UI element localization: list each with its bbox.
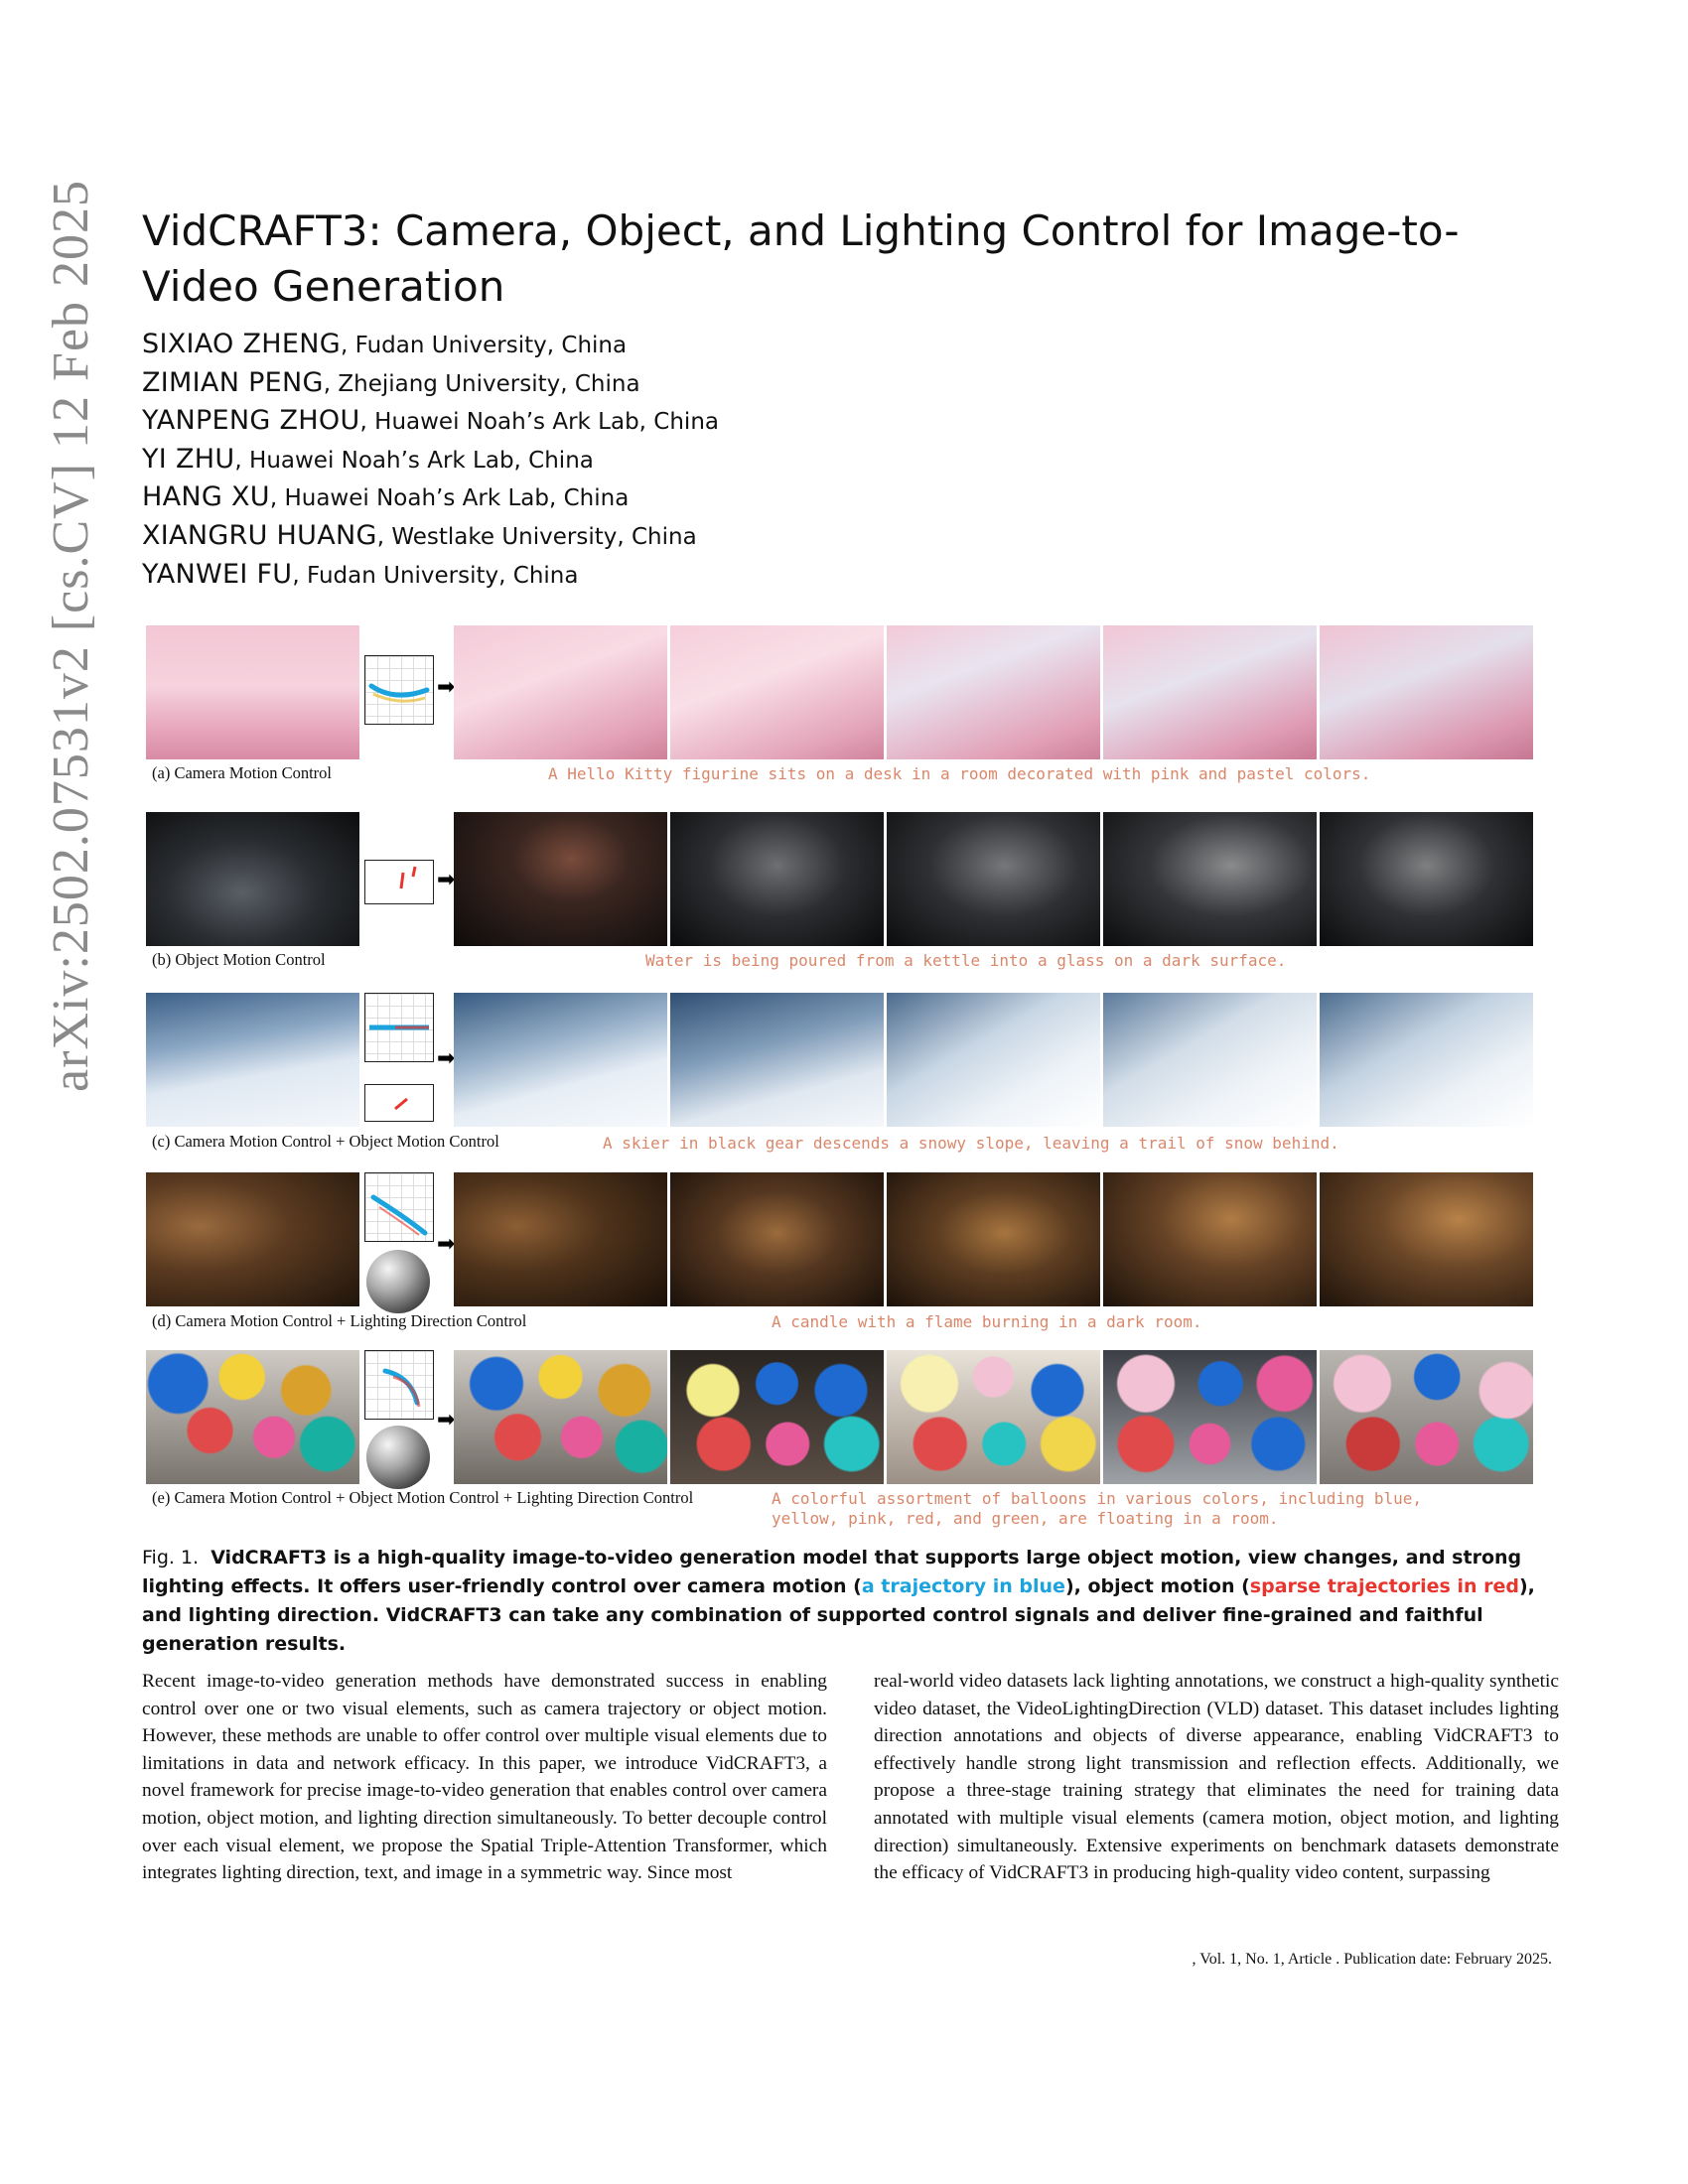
output-frame xyxy=(887,993,1100,1127)
input-image-skier xyxy=(146,993,359,1127)
output-frame xyxy=(1103,812,1317,946)
figure-row-c: ➡ (c) Camera Motion Control + Object Mot… xyxy=(144,993,1554,1161)
figure-row-b: ➡ (b) Object Motion Control Water is bei… xyxy=(144,812,1554,971)
output-frame xyxy=(1320,1350,1533,1484)
object-trajectory-icon xyxy=(364,1084,434,1122)
author-name: SIXIAO ZHENG xyxy=(142,329,341,359)
text-prompt: A skier in black gear descends a snowy s… xyxy=(603,1134,1339,1153)
lighting-direction-sphere-icon xyxy=(366,1426,430,1489)
text-prompt: A colorful assortment of balloons in var… xyxy=(772,1489,1423,1528)
input-image-water-glass xyxy=(146,812,359,946)
input-image-hello-kitty xyxy=(146,625,359,759)
author-name: YANWEI FU xyxy=(142,558,293,590)
output-frame xyxy=(887,1172,1100,1306)
author-affiliation: , Westlake University, China xyxy=(376,523,697,550)
output-frame xyxy=(887,625,1100,759)
input-image-balloons xyxy=(146,1350,359,1484)
author-affiliation: , Huawei Noah’s Ark Lab, China xyxy=(269,485,630,512)
caption-blue-highlight: a trajectory in blue xyxy=(861,1575,1065,1597)
caption-red-highlight: sparse trajectories in red xyxy=(1249,1575,1519,1597)
camera-trajectory-icon xyxy=(364,655,434,725)
author-list: SIXIAO ZHENG, Fudan University, China ZI… xyxy=(142,326,1135,594)
abstract-column-right: real-world video datasets lack lighting … xyxy=(874,1671,1559,1884)
figure-row-d: ➡ (d) Camera Motion Control + Lighting D… xyxy=(144,1172,1554,1341)
caption-text: ), object motion ( xyxy=(1064,1575,1250,1597)
output-frame xyxy=(670,1172,884,1306)
output-frame xyxy=(887,1350,1100,1484)
arrow-right-icon: ➡ xyxy=(437,1408,456,1433)
author-entry: YANWEI FU, Fudan University, China xyxy=(142,556,1135,595)
arxiv-identifier: arXiv:2502.07531v2 [cs.CV] 12 Feb 2025 xyxy=(43,179,99,1092)
output-frame xyxy=(1320,812,1533,946)
text-prompt: Water is being poured from a kettle into… xyxy=(645,951,1287,970)
author-name: YI ZHU xyxy=(142,443,235,475)
caption-prefix: Fig. 1. xyxy=(142,1547,200,1569)
author-entry: YANPENG ZHOU, Huawei Noah’s Ark Lab, Chi… xyxy=(142,402,1135,441)
subfigure-label: (e) Camera Motion Control + Object Motio… xyxy=(152,1488,694,1507)
author-affiliation: , Fudan University, China xyxy=(340,333,628,358)
subfigure-label: (a) Camera Motion Control xyxy=(152,763,333,782)
output-frame xyxy=(887,812,1100,946)
output-frame xyxy=(670,993,884,1127)
figure-row-a: ➡ (a) Camera Motion Control A Hello Kitt… xyxy=(144,623,1554,783)
subfigure-label: (c) Camera Motion Control + Object Motio… xyxy=(152,1132,499,1151)
author-affiliation: , Huawei Noah’s Ark Lab, China xyxy=(234,447,594,474)
output-frame xyxy=(1103,993,1317,1127)
text-prompt: A candle with a flame burning in a dark … xyxy=(772,1312,1202,1331)
author-name: ZIMIAN PENG xyxy=(142,366,324,398)
caption-text: VidCRAFT3 is a high-quality image-to-vid… xyxy=(142,1547,1522,1597)
figure-row-e: ➡ (e) Camera Motion Control + Object Mot… xyxy=(144,1350,1554,1549)
author-affiliation: , Fudan University, China xyxy=(292,562,579,589)
lighting-direction-sphere-icon xyxy=(366,1250,430,1313)
input-image-candle xyxy=(146,1172,359,1306)
subfigure-label: (d) Camera Motion Control + Lighting Dir… xyxy=(152,1311,527,1330)
author-entry: HANG XU, Huawei Noah’s Ark Lab, China xyxy=(142,478,1135,517)
output-frame xyxy=(454,1172,667,1306)
author-affiliation: , Zhejiang University, China xyxy=(323,370,640,397)
arrow-right-icon: ➡ xyxy=(437,1046,456,1071)
author-affiliation: , Huawei Noah’s Ark Lab, China xyxy=(359,409,719,436)
arrow-right-icon: ➡ xyxy=(437,868,456,892)
author-entry: SIXIAO ZHENG, Fudan University, China xyxy=(142,326,1135,364)
author-name: XIANGRU HUANG xyxy=(142,519,377,551)
output-frame xyxy=(454,625,667,759)
arrow-right-icon: ➡ xyxy=(437,675,456,700)
output-frame xyxy=(1320,993,1533,1127)
output-frame xyxy=(670,1350,884,1484)
abstract-column-left: Recent image-to-video generation methods… xyxy=(142,1671,827,1884)
paper-title: VidCRAFT3: Camera, Object, and Lighting … xyxy=(142,206,1460,311)
output-frame xyxy=(1320,1172,1533,1306)
author-name: YANPENG ZHOU xyxy=(142,405,360,437)
arrow-right-icon: ➡ xyxy=(437,1232,456,1257)
subfigure-label: (b) Object Motion Control xyxy=(152,950,326,969)
output-frame xyxy=(454,1350,667,1484)
output-frame xyxy=(670,625,884,759)
output-frame xyxy=(1320,625,1533,759)
output-frame xyxy=(1103,625,1317,759)
output-frame xyxy=(670,812,884,946)
object-trajectory-icon xyxy=(364,860,434,904)
author-name: HANG XU xyxy=(142,481,270,513)
output-frame xyxy=(454,812,667,946)
author-entry: ZIMIAN PENG, Zhejiang University, China xyxy=(142,364,1135,403)
output-frame xyxy=(1103,1172,1317,1306)
text-prompt: A Hello Kitty figurine sits on a desk in… xyxy=(548,764,1371,783)
output-frame xyxy=(1103,1350,1317,1484)
camera-trajectory-icon xyxy=(364,1172,434,1242)
figure-caption: Fig. 1. VidCRAFT3 is a high-quality imag… xyxy=(142,1544,1552,1659)
author-entry: YI ZHU, Huawei Noah’s Ark Lab, China xyxy=(142,441,1135,479)
output-frame xyxy=(454,993,667,1127)
caption-text: ), and lighting direction. VidCRAFT3 can… xyxy=(142,1575,1535,1655)
camera-trajectory-icon xyxy=(364,1350,434,1420)
author-entry: XIANGRU HUANG, Westlake University, Chin… xyxy=(142,517,1135,556)
publication-footer: , Vol. 1, No. 1, Article . Publication d… xyxy=(1192,1951,1552,1968)
camera-trajectory-icon xyxy=(364,993,434,1062)
